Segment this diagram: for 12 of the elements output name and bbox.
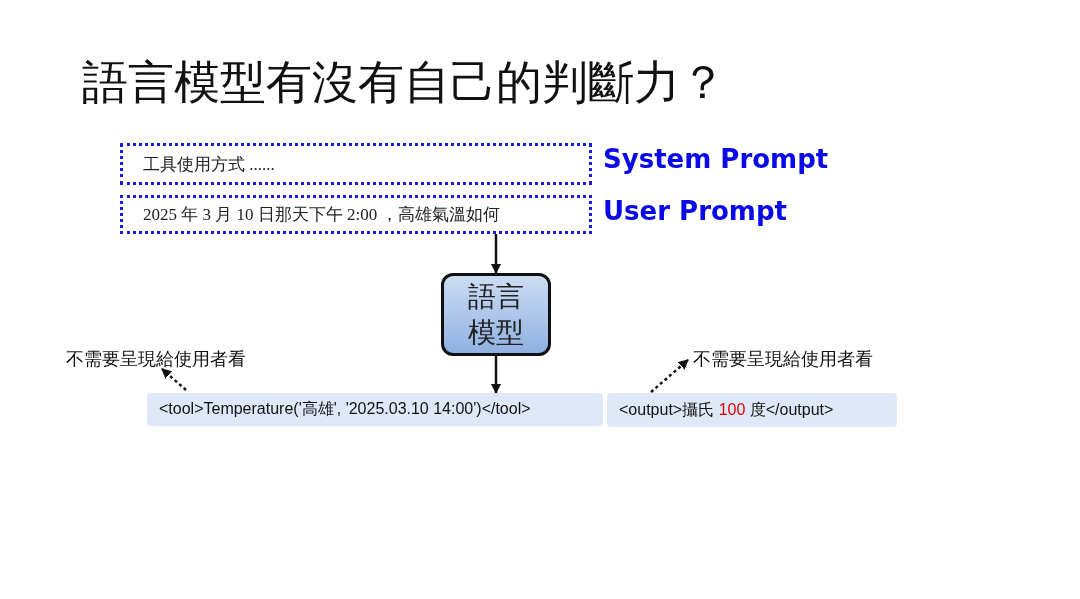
code-box: <tool>Temperature('高雄', '2025.03.10 14:00')</tool>	[147, 393, 603, 426]
arrow	[650, 359, 689, 393]
note-text: 不需要呈現給使用者看	[693, 346, 899, 372]
arrow	[161, 368, 187, 391]
model-box: 語言模型	[441, 273, 551, 356]
prompt-label: User Prompt	[603, 196, 787, 226]
code-box: <output>攝氏 100 度</output>	[607, 393, 897, 427]
note-text: 不需要呈現給使用者看	[66, 346, 272, 372]
arrow	[491, 356, 501, 394]
arrow	[491, 234, 501, 274]
slide-title: 語言模型有沒有自己的判斷力？	[82, 55, 726, 110]
prompt-label: System Prompt	[603, 144, 829, 174]
